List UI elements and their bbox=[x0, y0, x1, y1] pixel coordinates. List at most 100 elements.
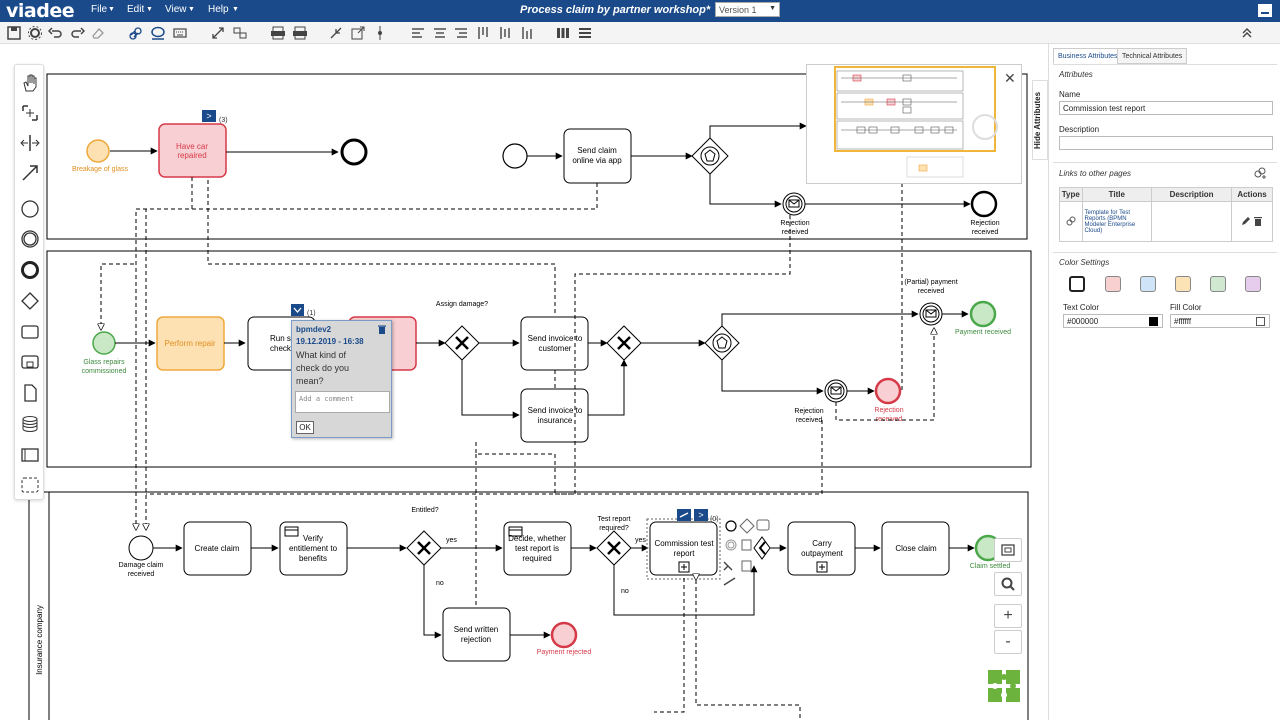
link-title[interactable]: Template for Test Reports (BPMN Modeler … bbox=[1081, 201, 1153, 242]
color-swatch-red[interactable] bbox=[1105, 276, 1121, 292]
distribute-icon[interactable] bbox=[372, 25, 388, 41]
open-external-icon[interactable] bbox=[350, 25, 366, 41]
print-icon[interactable] bbox=[270, 25, 286, 41]
svg-text:Entitled?: Entitled? bbox=[411, 507, 438, 514]
redo-icon[interactable] bbox=[69, 25, 85, 41]
align-bottom-icon[interactable] bbox=[519, 25, 535, 41]
tab-technical-attributes[interactable]: Technical Attributes bbox=[1117, 48, 1188, 64]
end-event-payment-rejected[interactable] bbox=[550, 621, 578, 649]
menu-edit[interactable]: Edit bbox=[127, 4, 145, 15]
search-icon[interactable] bbox=[994, 572, 1022, 596]
start-event[interactable] bbox=[502, 143, 528, 169]
edit-icon[interactable] bbox=[1241, 216, 1251, 226]
trash-icon[interactable] bbox=[1253, 216, 1263, 226]
color-swatch-green[interactable] bbox=[1210, 276, 1226, 292]
connect-icon[interactable] bbox=[723, 577, 736, 586]
gateway-merge[interactable] bbox=[753, 536, 771, 560]
layout-icon[interactable] bbox=[232, 25, 248, 41]
svg-text:Send written: Send written bbox=[454, 625, 498, 634]
hand-tool-icon[interactable] bbox=[20, 73, 40, 93]
menu-view[interactable]: View bbox=[165, 4, 187, 15]
grid-icon[interactable] bbox=[555, 25, 571, 41]
minimize-icon[interactable] bbox=[1258, 4, 1272, 17]
text-color-field[interactable]: #000000 bbox=[1063, 314, 1163, 328]
fill-color-field[interactable]: #ffffff bbox=[1170, 314, 1270, 328]
intermediate-event-icon[interactable] bbox=[20, 229, 40, 249]
trash-icon[interactable] bbox=[741, 560, 752, 572]
label-breakage: Breakage of glass bbox=[72, 166, 129, 173]
append-intermediate-event-icon[interactable] bbox=[725, 539, 737, 551]
task-commission-test-report[interactable] bbox=[649, 521, 718, 576]
link-icon[interactable] bbox=[128, 25, 144, 41]
add-comment-input[interactable]: Add a comment bbox=[295, 391, 390, 413]
align-left-icon[interactable] bbox=[410, 25, 426, 41]
color-swatch-white[interactable] bbox=[1069, 276, 1085, 292]
gateway-icon[interactable] bbox=[20, 291, 40, 311]
png-icon[interactable] bbox=[292, 25, 308, 41]
close-icon[interactable]: ✕ bbox=[1004, 70, 1016, 86]
fill-color-preview[interactable] bbox=[1256, 317, 1265, 326]
minimap-viewport[interactable] bbox=[834, 66, 996, 152]
end-event-rejection[interactable] bbox=[874, 377, 902, 405]
append-task-icon[interactable] bbox=[756, 519, 770, 531]
text-color-preview[interactable] bbox=[1149, 317, 1158, 326]
start-event-glass-repairs[interactable] bbox=[92, 331, 116, 355]
end-event[interactable] bbox=[340, 138, 368, 166]
annotation-icon[interactable] bbox=[741, 539, 752, 551]
version-select[interactable]: Version 1 bbox=[715, 2, 780, 17]
tab-business-attributes[interactable]: Business Attributes bbox=[1053, 48, 1123, 64]
end-event[interactable] bbox=[970, 190, 998, 218]
start-event-breakage[interactable] bbox=[86, 139, 110, 163]
color-swatch-blue[interactable] bbox=[1140, 276, 1156, 292]
minimap[interactable] bbox=[806, 64, 1022, 184]
menu-help[interactable]: Help bbox=[208, 4, 229, 15]
keyboard-icon[interactable] bbox=[172, 25, 188, 41]
collapse-comment-icon[interactable] bbox=[291, 304, 304, 316]
group-icon[interactable] bbox=[20, 475, 40, 495]
bpmn-canvas[interactable]: Insurance company Breakage of glass Have… bbox=[0, 44, 1048, 720]
align-top-icon[interactable] bbox=[475, 25, 491, 41]
color-swatch-orange[interactable] bbox=[1175, 276, 1191, 292]
undo-icon[interactable] bbox=[48, 25, 64, 41]
wrench-icon[interactable] bbox=[723, 561, 733, 571]
end-event-payment-received[interactable] bbox=[969, 300, 997, 328]
hide-attributes-toggle[interactable]: Hide Attributes bbox=[1032, 80, 1048, 160]
save-icon[interactable] bbox=[6, 25, 22, 41]
add-link-icon[interactable] bbox=[1253, 167, 1267, 179]
name-field[interactable]: Commission test report bbox=[1059, 101, 1273, 115]
expand-icon[interactable] bbox=[202, 110, 216, 122]
zoom-in-button[interactable]: + bbox=[994, 604, 1022, 628]
fit-view-icon[interactable] bbox=[994, 538, 1022, 562]
connect-tool-icon[interactable] bbox=[20, 163, 40, 183]
pool-icon[interactable] bbox=[20, 445, 40, 465]
list-icon[interactable] bbox=[577, 25, 593, 41]
start-event-damage-claim[interactable] bbox=[128, 535, 154, 561]
start-event-icon[interactable] bbox=[20, 199, 40, 219]
svg-text:Send invoice to: Send invoice to bbox=[528, 334, 583, 343]
space-tool-icon[interactable] bbox=[20, 133, 40, 153]
menu-file[interactable]: File bbox=[91, 4, 108, 15]
align-center-icon[interactable] bbox=[432, 25, 448, 41]
ok-button[interactable]: OK bbox=[296, 421, 314, 434]
erase-icon[interactable] bbox=[90, 25, 106, 41]
align-middle-icon[interactable] bbox=[497, 25, 513, 41]
align-right-icon[interactable] bbox=[453, 25, 469, 41]
subprocess-icon[interactable] bbox=[20, 352, 40, 372]
append-gateway-icon[interactable] bbox=[739, 518, 755, 534]
settings-icon[interactable] bbox=[27, 25, 43, 41]
append-end-event-icon[interactable] bbox=[725, 520, 737, 532]
data-store-icon[interactable] bbox=[20, 414, 40, 434]
data-object-icon[interactable] bbox=[20, 383, 40, 403]
lasso-tool-icon[interactable] bbox=[20, 103, 40, 123]
expand-icon[interactable] bbox=[694, 509, 708, 521]
trash-icon[interactable] bbox=[378, 325, 386, 334]
comment-icon[interactable] bbox=[150, 25, 166, 41]
fit-icon[interactable] bbox=[210, 25, 226, 41]
color-swatch-purple[interactable] bbox=[1245, 276, 1261, 292]
chevron-up-icon[interactable] bbox=[1239, 25, 1255, 41]
zoom-out-button[interactable]: - bbox=[994, 630, 1022, 654]
end-event-icon[interactable] bbox=[20, 260, 40, 280]
task-icon[interactable] bbox=[20, 322, 40, 342]
collapse-icon[interactable] bbox=[328, 25, 344, 41]
description-field[interactable] bbox=[1059, 136, 1273, 150]
